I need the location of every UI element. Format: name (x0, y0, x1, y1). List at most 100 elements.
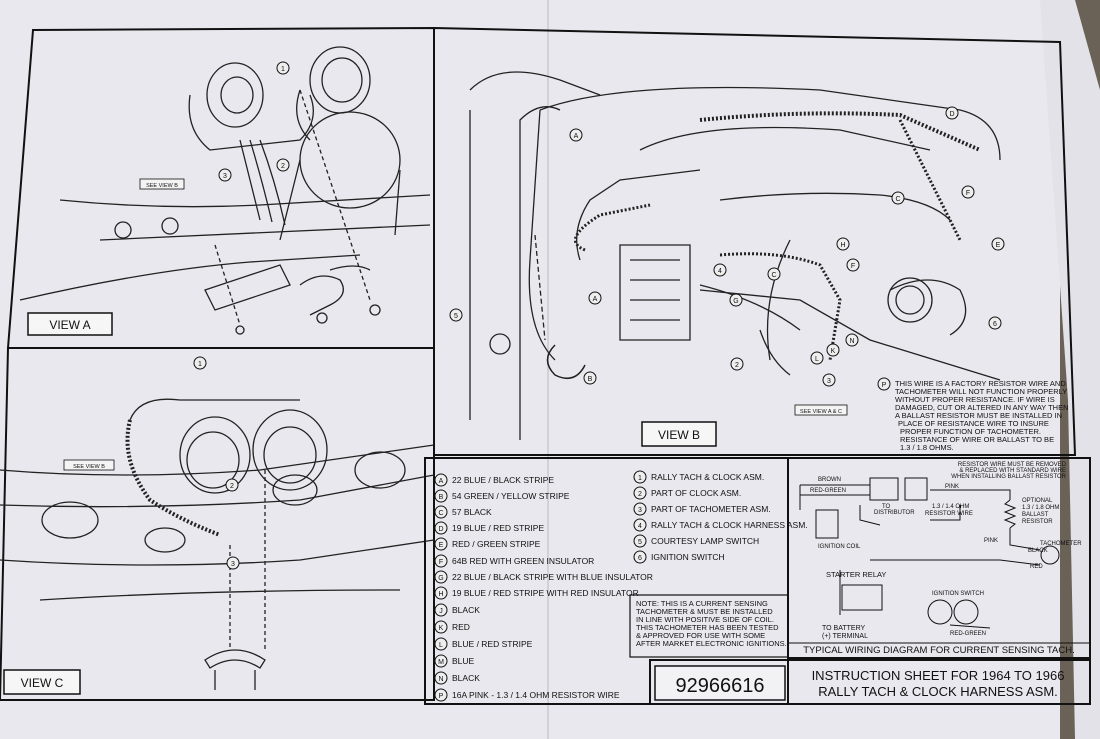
label-optional-1: OPTIONAL (1022, 498, 1053, 504)
callout-H-b: H (840, 242, 845, 249)
callout-B-b: B (588, 376, 593, 383)
wire-row-c: C 57 BLACK (434, 505, 492, 519)
callout-E-b: E (996, 242, 1001, 249)
svg-text:H: H (438, 591, 443, 598)
callout-3-b: 3 (827, 378, 831, 385)
svg-text:TACHOMETER WILL NOT FUNCTION P: TACHOMETER WILL NOT FUNCTION PROPERLY (895, 387, 1067, 396)
callout-5-b: 5 (454, 313, 458, 320)
svg-text:BLACK: BLACK (452, 605, 480, 615)
callout-3-c: 3 (231, 561, 235, 568)
label-starter-relay: STARTER RELAY (826, 570, 886, 579)
svg-text:22 BLUE / BLACK STRIPE WITH BL: 22 BLUE / BLACK STRIPE WITH BLUE INSULAT… (452, 572, 653, 582)
svg-text:1.3 / 1.8 OHMS.: 1.3 / 1.8 OHMS. (900, 443, 954, 452)
svg-text:DAMAGED, CUT OR ALTERED IN ANY: DAMAGED, CUT OR ALTERED IN ANY WAY THEN (895, 403, 1069, 412)
label-optional-2: 1.3 / 1.8 OHM (1022, 505, 1059, 511)
callout-1-c: 1 (198, 361, 202, 368)
svg-text:19 BLUE / RED STRIPE WITH RED: 19 BLUE / RED STRIPE WITH RED INSULATOR (452, 588, 639, 598)
callout-P-b: P (882, 382, 887, 389)
svg-text:3: 3 (638, 507, 642, 514)
callout-2-b: 2 (735, 362, 739, 369)
label-red-green: RED-GREEN (810, 488, 846, 494)
svg-text:BLUE: BLUE (452, 656, 475, 666)
svg-text:G: G (438, 575, 443, 582)
callout-3-a: 3 (223, 173, 227, 180)
svg-text:BLACK: BLACK (452, 673, 480, 683)
svg-text:1: 1 (638, 475, 642, 482)
callout-C-b1: C (895, 196, 900, 203)
svg-text:F: F (439, 559, 443, 566)
callout-N-b: N (849, 338, 854, 345)
title-line-1: INSTRUCTION SHEET FOR 1964 TO 1966 (812, 668, 1065, 683)
svg-text:M: M (438, 659, 444, 666)
part-row-5: 5 COURTESY LAMP SWITCH (633, 534, 759, 548)
wiring-caption: TYPICAL WIRING DIAGRAM FOR CURRENT SENSI… (803, 645, 1074, 656)
svg-text:RESISTOR WIRE MUST BE REMOVED: RESISTOR WIRE MUST BE REMOVED (958, 462, 1067, 468)
svg-text:RED / GREEN STRIPE: RED / GREEN STRIPE (452, 539, 541, 549)
svg-text:22 BLUE / BLACK STRIPE: 22 BLUE / BLACK STRIPE (452, 475, 554, 485)
svg-text:P: P (439, 693, 444, 700)
callout-6-b: 6 (993, 321, 997, 328)
svg-text:B: B (439, 494, 444, 501)
callout-A-b2: A (593, 296, 598, 303)
svg-text:16A PINK - 1.3 / 1.4 OHM RESIS: 16A PINK - 1.3 / 1.4 OHM RESISTOR WIRE (452, 690, 620, 700)
callout-2-c: 2 (230, 483, 234, 490)
label-brown: BROWN (818, 477, 841, 483)
resistor-note: THIS WIRE IS A FACTORY RESISTOR WIRE AND… (895, 379, 1069, 452)
part-number: 92966616 (676, 675, 765, 697)
svg-text:A BALLAST RESISTOR MUST BE INS: A BALLAST RESISTOR MUST BE INSTALLED IN (895, 411, 1062, 420)
view-a-label: VIEW A (49, 318, 90, 332)
label-ignition-switch: IGNITION SWITCH (932, 591, 984, 597)
svg-text:PLACE OF RESISTANCE WIRE TO IN: PLACE OF RESISTANCE WIRE TO INSURE (898, 419, 1049, 428)
label-tachometer: TACHOMETER (1040, 541, 1082, 547)
svg-text:PART OF TACHOMETER ASM.: PART OF TACHOMETER ASM. (651, 504, 771, 514)
svg-text:COURTESY LAMP SWITCH: COURTESY LAMP SWITCH (651, 536, 759, 546)
svg-text:57 BLACK: 57 BLACK (452, 507, 492, 517)
view-a-panel: SEE VIEW B 1 2 3 VIEW A (6, 26, 435, 349)
svg-text:THIS WIRE IS A FACTORY RESISTO: THIS WIRE IS A FACTORY RESISTOR WIRE AND (895, 379, 1066, 388)
wire-row-m: M BLUE (434, 654, 475, 668)
callout-A-b1: A (574, 133, 579, 140)
svg-text:C: C (438, 510, 443, 517)
title-line-2: RALLY TACH & CLOCK HARNESS ASM. (818, 684, 1058, 699)
svg-text:IN LINE WITH POSITIVE SIDE OF: IN LINE WITH POSITIVE SIDE OF COIL. (636, 615, 774, 624)
view-b-panel: A A B 5 4 D C F E H C F G N K L 2 3 6 P … (433, 26, 1077, 456)
svg-text:TACHOMETER & MUST BE INSTALLED: TACHOMETER & MUST BE INSTALLED (636, 607, 773, 616)
callout-F-b2: F (851, 263, 855, 270)
svg-text:RED: RED (452, 622, 470, 632)
wire-row-h: H 19 BLUE / RED STRIPE WITH RED INSULATOR (434, 586, 639, 600)
svg-text:5: 5 (638, 539, 642, 546)
svg-text:BLUE / RED STRIPE: BLUE / RED STRIPE (452, 639, 533, 649)
svg-text:D: D (438, 526, 443, 533)
part-row-3: 3 PART OF TACHOMETER ASM. (633, 502, 771, 516)
label-pink-2: PINK (984, 538, 998, 544)
svg-text:N: N (438, 676, 443, 683)
callout-G-b: G (733, 298, 738, 305)
label-black: BLACK (1028, 548, 1048, 554)
label-resistor-wire-1: 1.3 / 1.4 OHM (932, 504, 969, 510)
svg-text:RESISTANCE OF WIRE OR BALLAST: RESISTANCE OF WIRE OR BALLAST TO BE (900, 435, 1054, 444)
callout-L-b: L (815, 356, 819, 363)
title-block: 92966616 INSTRUCTION SHEET FOR 1964 TO 1… (649, 659, 1091, 705)
label-to-battery-2: (+) TERMINAL (822, 633, 868, 640)
svg-text:WHEN INSTALLING BALLAST RESIST: WHEN INSTALLING BALLAST RESISTOR (951, 474, 1066, 480)
svg-text:AFTER MARKET ELECTRONIC IGNITI: AFTER MARKET ELECTRONIC IGNITIONS. (636, 639, 787, 648)
svg-text:IGNITION SWITCH: IGNITION SWITCH (651, 552, 725, 562)
label-ignition-coil: IGNITION COIL (818, 544, 861, 550)
svg-text:4: 4 (638, 523, 642, 530)
svg-text:PART OF CLOCK ASM.: PART OF CLOCK ASM. (651, 488, 741, 498)
wiring-diagram: RESISTOR WIRE MUST BE REMOVED & REPLACED… (787, 457, 1091, 659)
wire-row-g: G 22 BLUE / BLACK STRIPE WITH BLUE INSULA… (434, 570, 653, 584)
view-b-label: VIEW B (658, 428, 700, 442)
label-to-distributor-1: TO (882, 504, 891, 510)
callout-K-b: K (831, 348, 836, 355)
current-sensing-note: NOTE: THIS IS A CURRENT SENSING TACHOMET… (636, 599, 787, 648)
